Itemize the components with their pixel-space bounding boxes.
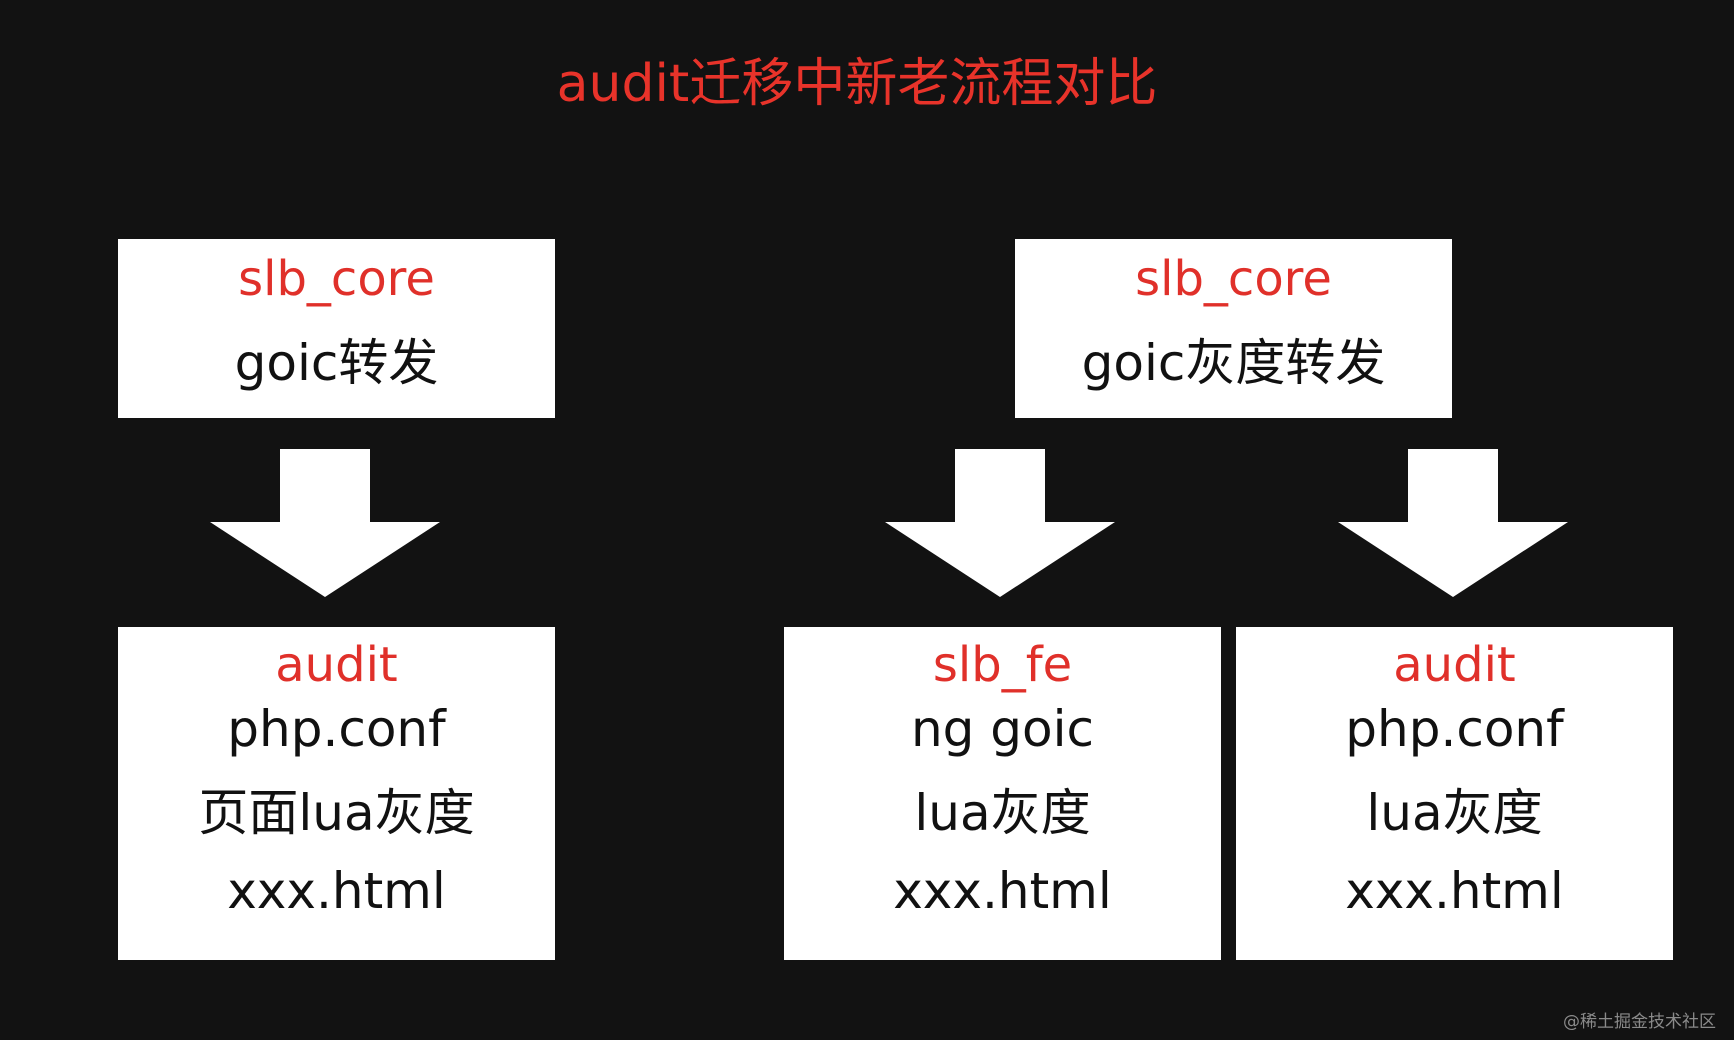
box-heading: slb_core [1135, 251, 1332, 307]
down-arrow-icon [885, 449, 1115, 597]
box-line: ng goic [910, 700, 1095, 758]
down-arrow-icon [210, 449, 440, 597]
box-line: lua灰度 [1366, 784, 1543, 842]
box-line: xxx.html [893, 862, 1112, 920]
box-line: php.conf [227, 700, 446, 758]
old-flow-audit-box: audit php.conf 页面lua灰度 xxx.html [118, 627, 555, 960]
box-heading: slb_fe [932, 637, 1073, 693]
watermark: @稀土掘金技术社区 [1563, 1012, 1716, 1032]
new-flow-slb-core-box: slb_core goic灰度转发 [1015, 239, 1452, 418]
box-heading: audit [1393, 637, 1516, 693]
old-flow-slb-core-box: slb_core goic转发 [118, 239, 555, 418]
box-line: xxx.html [227, 862, 446, 920]
box-heading: slb_core [238, 251, 435, 307]
diagram-title: audit迁移中新老流程对比 [556, 54, 1158, 114]
box-line: php.conf [1345, 700, 1564, 758]
box-line: goic灰度转发 [1081, 334, 1386, 392]
box-line: 页面lua灰度 [198, 784, 475, 842]
box-line: goic转发 [234, 334, 439, 392]
down-arrow-icon [1338, 449, 1568, 597]
box-line: xxx.html [1345, 862, 1564, 920]
new-flow-audit-box: audit php.conf lua灰度 xxx.html [1236, 627, 1673, 960]
box-line: lua灰度 [914, 784, 1091, 842]
new-flow-slb-fe-box: slb_fe ng goic lua灰度 xxx.html [784, 627, 1221, 960]
box-heading: audit [275, 637, 398, 693]
